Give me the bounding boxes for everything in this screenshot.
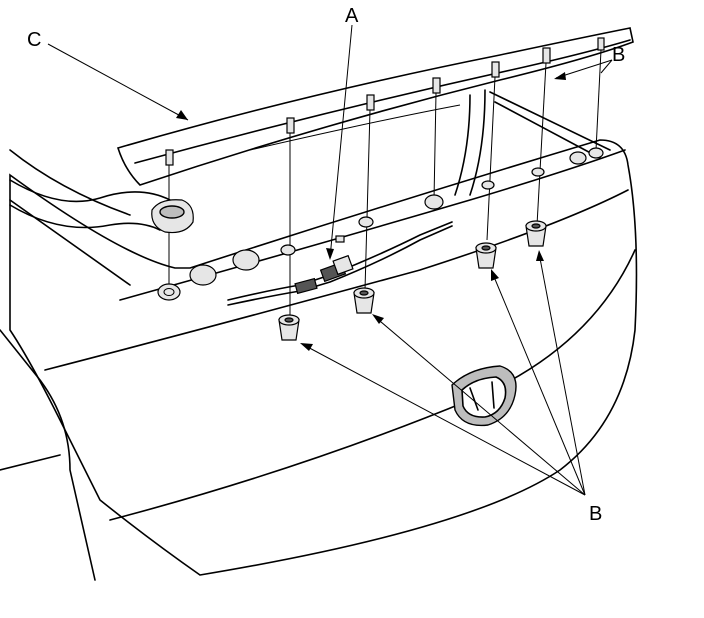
hole-1 [157, 283, 181, 301]
nut-4 [525, 220, 547, 247]
stud-4 [432, 77, 441, 201]
label-b-bottom: B [589, 503, 602, 525]
lid-holes [157, 147, 604, 301]
label-b-top: B [612, 44, 625, 66]
stud-5 [486, 61, 500, 241]
grommet-2 [232, 249, 260, 271]
nut-2 [353, 287, 375, 314]
label-a: A [345, 5, 359, 27]
spoiler [116, 27, 634, 196]
nut-1 [278, 314, 300, 341]
brake-light-harness [227, 221, 453, 306]
bump-stop [151, 199, 194, 234]
leader-lines [47, 24, 613, 496]
emblem [451, 365, 517, 427]
spoiler-nuts [278, 220, 547, 341]
stud-7 [595, 37, 605, 151]
label-c: C [27, 29, 41, 51]
stud-2 [286, 117, 295, 320]
grommet-1 [189, 264, 217, 286]
nut-3 [475, 242, 497, 269]
stud-6 [536, 47, 551, 226]
trunk-lid [0, 139, 638, 581]
